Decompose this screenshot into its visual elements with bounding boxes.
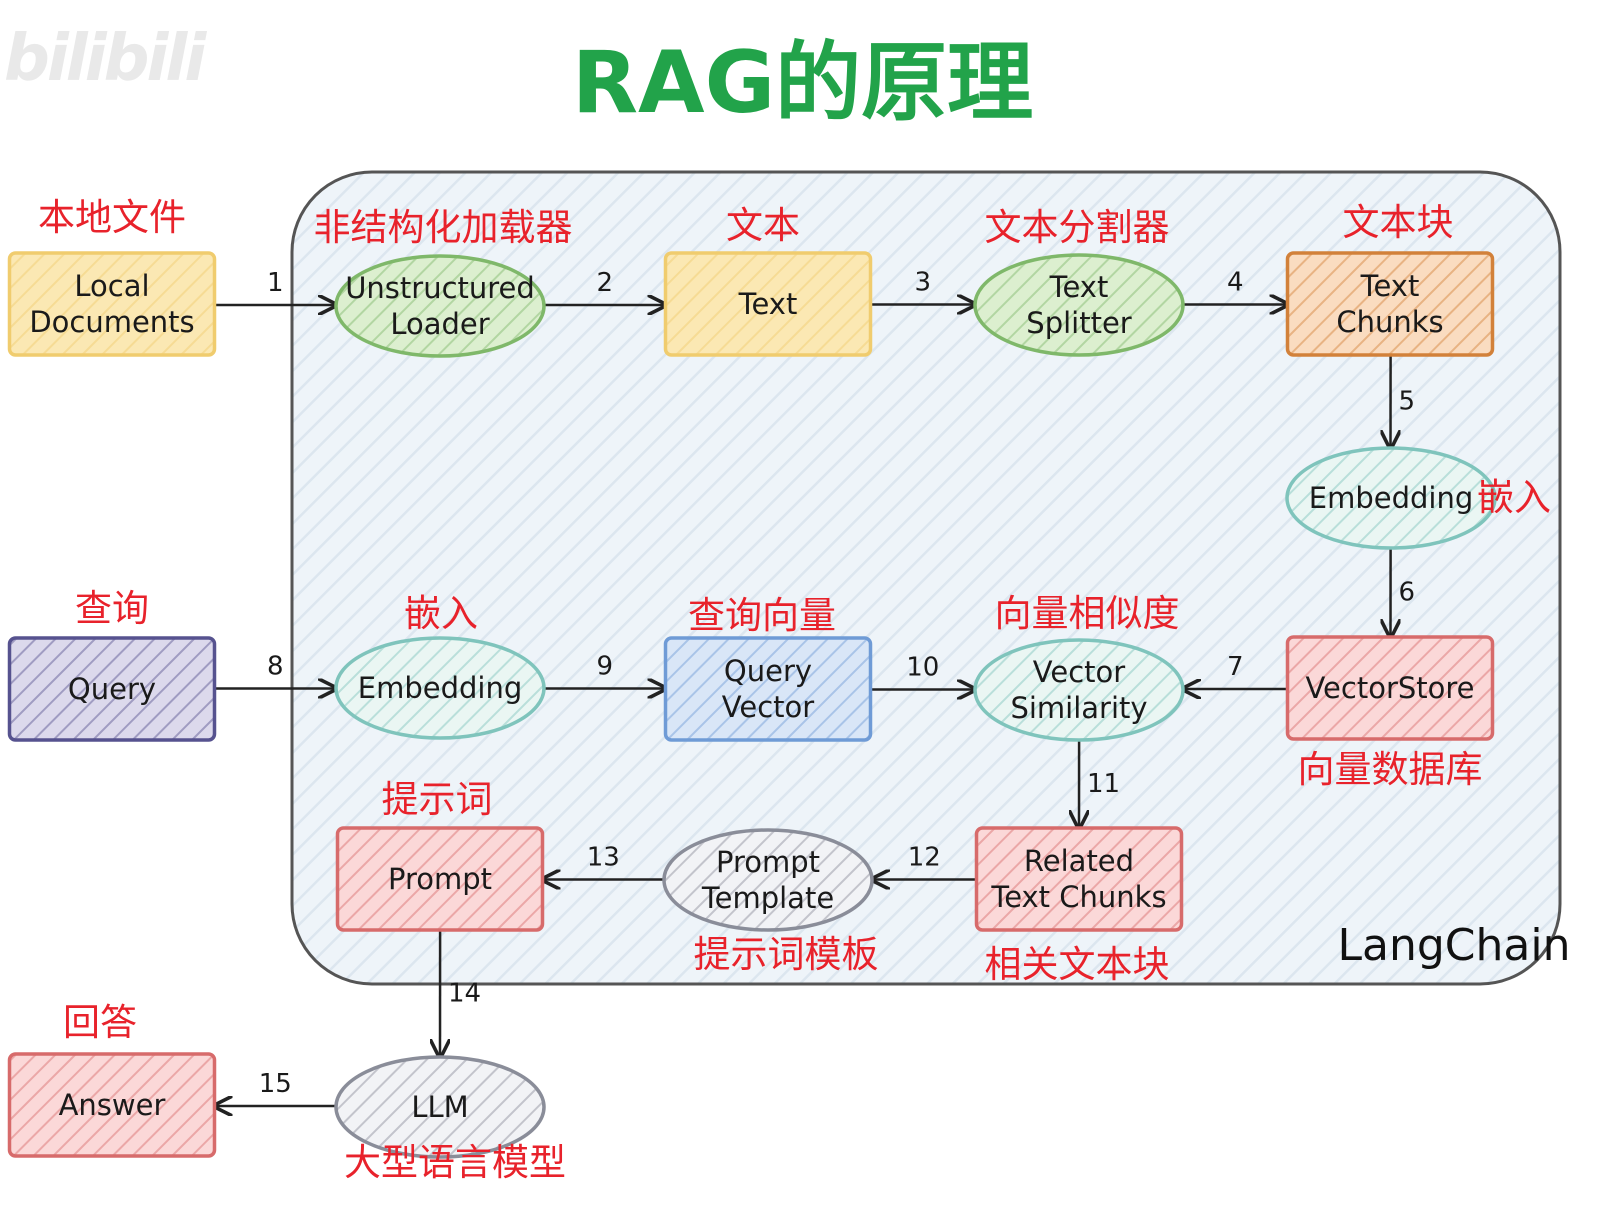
edge-label-8: 8 xyxy=(267,652,284,682)
label-embedding-query: 嵌入 xyxy=(404,592,478,635)
node-vectorstore: VectorStore xyxy=(1285,635,1495,741)
edge-label-5: 5 xyxy=(1399,387,1416,417)
label-related-text-chunks: 相关文本块 xyxy=(985,943,1170,986)
node-text-text: Text xyxy=(738,287,798,321)
node-embedding-query: Embedding xyxy=(334,636,546,740)
label-vector-similarity: 向量相似度 xyxy=(995,592,1180,635)
edge-label-15: 15 xyxy=(259,1069,292,1099)
label-text-splitter: 文本分割器 xyxy=(985,206,1170,249)
label-local-documents: 本地文件 xyxy=(38,196,186,239)
node-text-local-documents: Documents xyxy=(29,305,194,339)
node-embedding-doc: Embedding xyxy=(1285,446,1497,550)
label-query-vector: 查询向量 xyxy=(688,594,836,637)
node-text: Text xyxy=(663,251,873,357)
node-text-vector-similarity: Vector xyxy=(1033,655,1125,689)
node-text-text-chunks: Text xyxy=(1360,269,1420,303)
node-text-related-text-chunks: Related xyxy=(1024,844,1134,878)
node-llm: LLM xyxy=(334,1055,546,1159)
node-text-embedding-query: Embedding xyxy=(358,671,522,705)
label-prompt-template: 提示词模板 xyxy=(694,933,879,976)
label-llm: 大型语言模型 xyxy=(344,1141,566,1184)
node-text-prompt-template: Prompt xyxy=(716,845,820,879)
node-text-query-vector: Query xyxy=(724,654,812,688)
node-text-related-text-chunks: Text Chunks xyxy=(990,880,1166,914)
label-prompt: 提示词 xyxy=(382,778,493,821)
node-text-prompt-template: Template xyxy=(701,881,834,915)
node-text-query-vector: Vector xyxy=(722,690,814,724)
edge-label-6: 6 xyxy=(1399,578,1416,608)
node-text-answer: Answer xyxy=(59,1088,166,1122)
edge-label-2: 2 xyxy=(596,268,613,298)
edge-label-10: 10 xyxy=(906,653,939,683)
label-query: 查询 xyxy=(75,587,149,630)
node-text-vector-similarity: Similarity xyxy=(1010,691,1147,725)
edge-label-1: 1 xyxy=(267,268,284,298)
node-text-text-splitter: Text xyxy=(1049,270,1109,304)
node-text-query: Query xyxy=(68,672,156,706)
edge-label-14: 14 xyxy=(448,979,481,1009)
watermark-logo: bilibili xyxy=(4,22,206,96)
label-embedding-doc: 嵌入 xyxy=(1477,476,1551,519)
node-text-text-splitter: Splitter xyxy=(1026,306,1132,340)
langchain-brand: LangChain xyxy=(1338,920,1571,971)
label-text-chunks: 文本块 xyxy=(1343,201,1454,244)
node-answer: Answer xyxy=(7,1052,217,1158)
node-text-llm: LLM xyxy=(411,1090,468,1124)
node-text-prompt: Prompt xyxy=(388,862,492,896)
edge-label-13: 13 xyxy=(587,843,620,873)
node-text-text-chunks: Chunks xyxy=(1336,305,1443,339)
label-answer: 回答 xyxy=(63,1001,137,1044)
label-unstructured-loader: 非结构化加载器 xyxy=(314,206,573,249)
node-text-embedding-doc: Embedding xyxy=(1309,481,1473,515)
label-vectorstore: 向量数据库 xyxy=(1298,748,1483,791)
edge-label-7: 7 xyxy=(1227,652,1244,682)
node-text-local-documents: Local xyxy=(74,269,149,303)
node-text-unstructured-loader: Unstructured xyxy=(345,271,535,305)
edge-label-4: 4 xyxy=(1227,268,1244,298)
edge-label-11: 11 xyxy=(1087,769,1120,799)
langchain-container xyxy=(290,170,1562,986)
edge-label-12: 12 xyxy=(908,843,941,873)
page-title: RAG的原理 xyxy=(571,33,1034,133)
node-prompt: Prompt xyxy=(335,826,545,932)
node-text-vectorstore: VectorStore xyxy=(1305,671,1474,705)
node-text-unstructured-loader: Loader xyxy=(390,307,489,341)
label-text: 文本 xyxy=(726,204,800,247)
edge-label-3: 3 xyxy=(914,268,931,298)
edge-label-9: 9 xyxy=(596,652,613,682)
node-query: Query xyxy=(7,636,217,742)
